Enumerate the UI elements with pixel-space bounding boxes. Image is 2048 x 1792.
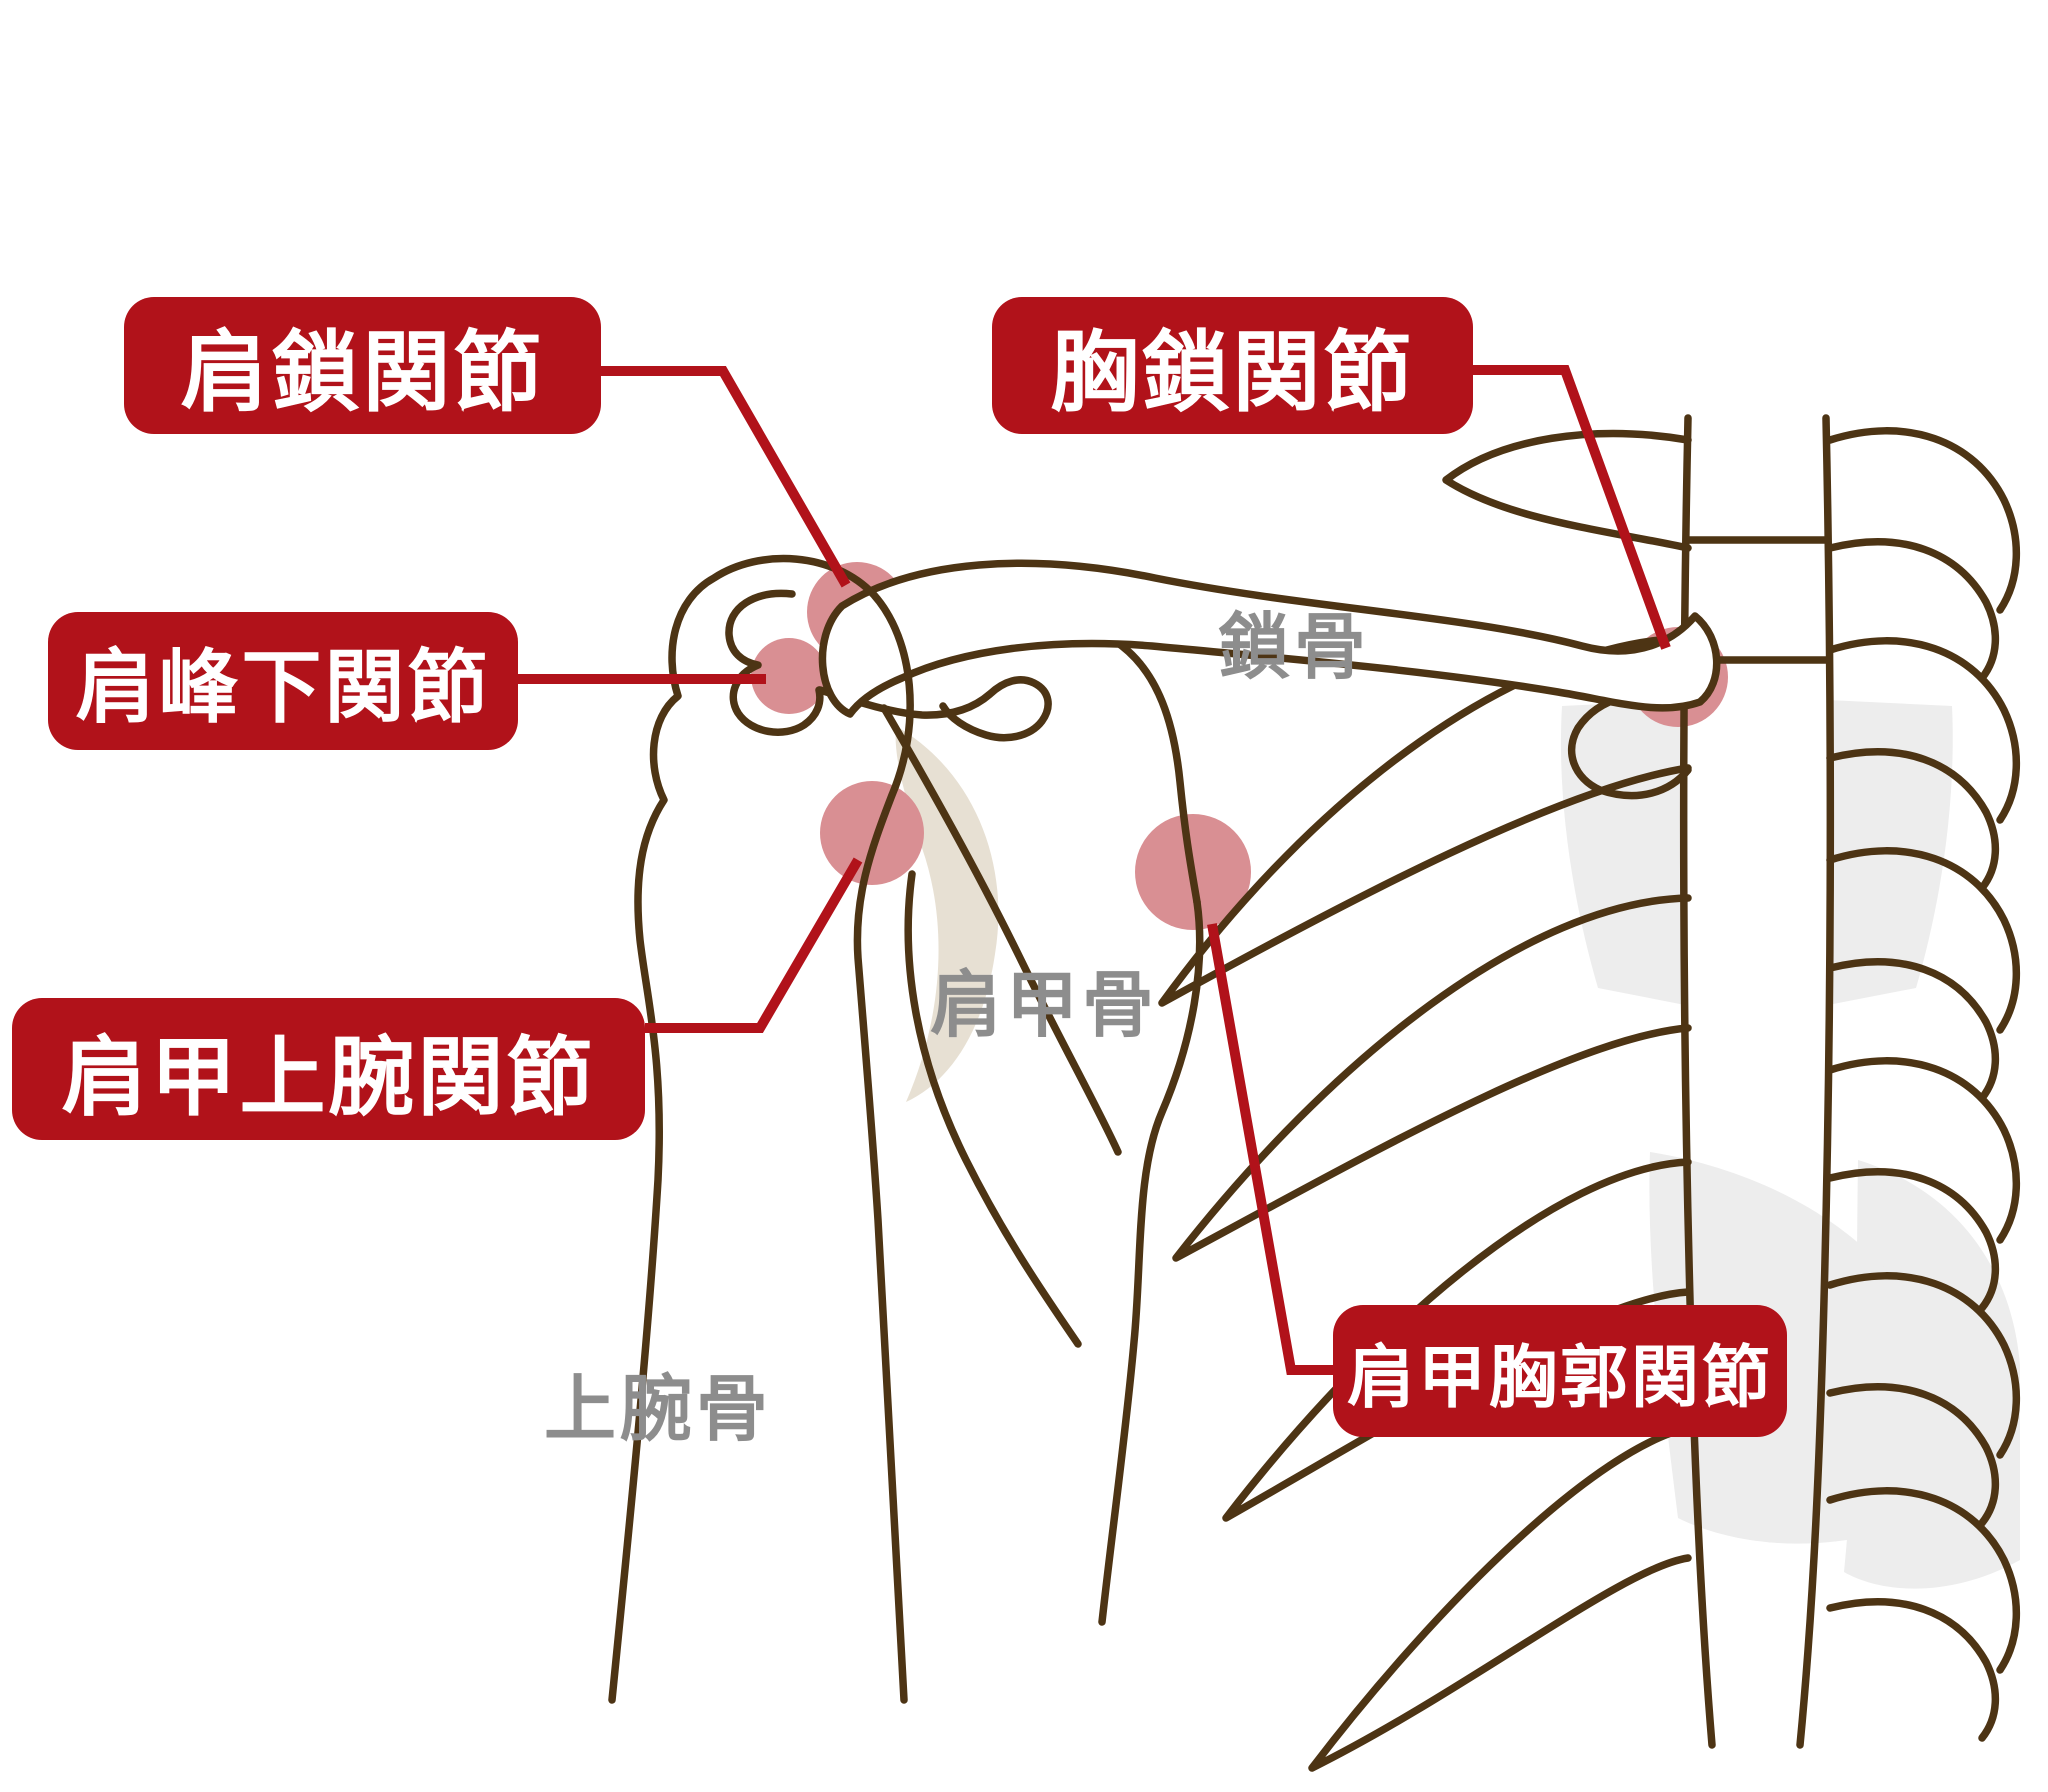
glenoid-border bbox=[880, 704, 1122, 1156]
joint-label-subacromial: 肩峰下関節 bbox=[48, 612, 518, 750]
joint-label-scapulothoracic: 肩甲胸郭関節 bbox=[1333, 1305, 1787, 1437]
leader-acromioclavicular bbox=[601, 366, 851, 588]
joint-label-glenohumeral: 肩甲上腕関節 bbox=[12, 998, 645, 1140]
humerus-outline bbox=[608, 554, 914, 1704]
joint-label-sternoclavicular: 胸鎖関節 bbox=[992, 297, 1473, 434]
bone-label-humerus: 上腕骨 bbox=[544, 1367, 773, 1451]
sternum bbox=[1679, 414, 1835, 1749]
acromion bbox=[725, 589, 824, 736]
leader-glenohumeral bbox=[645, 857, 863, 1033]
shading-layer bbox=[895, 700, 2020, 1589]
leader-sternoclavicular bbox=[1473, 365, 1671, 650]
joint-marker-subacromial bbox=[751, 638, 827, 714]
clavicle-outline bbox=[818, 559, 1721, 718]
leader-lines bbox=[517, 365, 1671, 1375]
joint-label-acromioclavicular: 肩鎖関節 bbox=[124, 297, 601, 434]
scapula-outline bbox=[725, 589, 1204, 1626]
scapula-lateral-border bbox=[1098, 898, 1204, 1626]
bone-label-clavicle: 鎖骨 bbox=[1218, 605, 1371, 689]
joint-marker-glenohumeral bbox=[820, 781, 924, 885]
sternum-left-shadow bbox=[1560, 700, 1685, 1005]
bone-label-scapula: 肩甲骨 bbox=[930, 963, 1159, 1047]
ribs-right bbox=[1826, 427, 2021, 1742]
leader-scapulothoracic bbox=[1207, 923, 1334, 1375]
scapula-medial-border bbox=[904, 870, 1082, 1348]
